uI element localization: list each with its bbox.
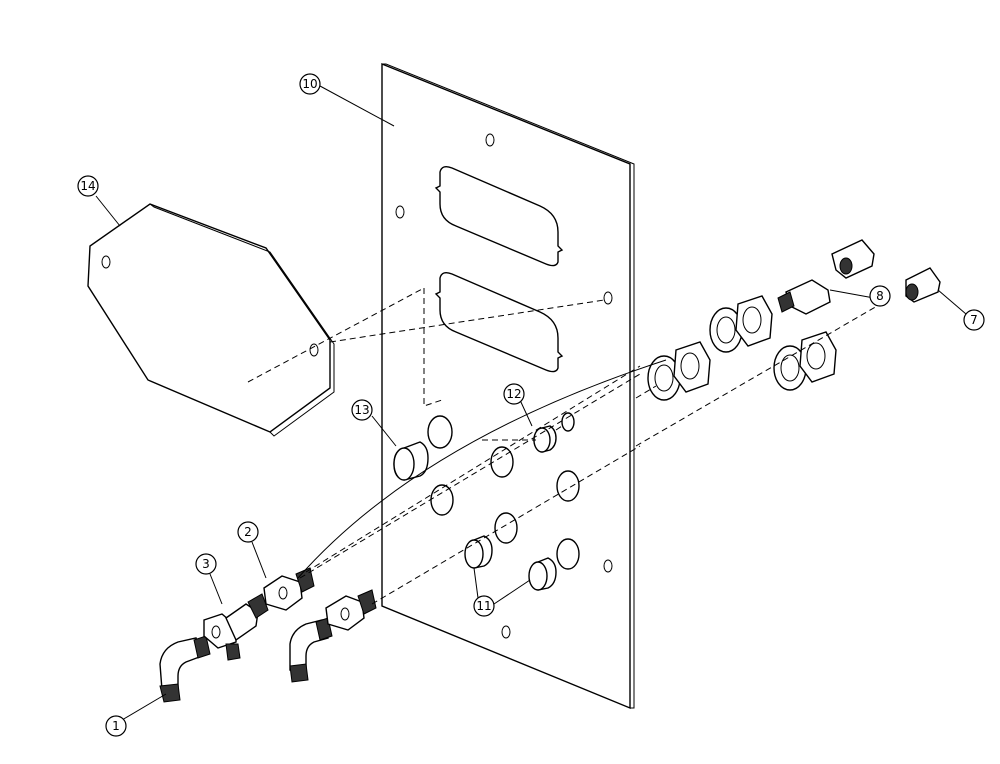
callout-label: 10 (302, 77, 317, 91)
fitting-part-8 (777, 239, 875, 315)
tee-fitting-part (203, 593, 269, 661)
callout-12: 12 (503, 383, 525, 405)
leader-lines (95, 85, 967, 721)
callout-label: 3 (202, 557, 210, 571)
callout-1: 1 (105, 715, 127, 737)
callout-7: 7 (963, 309, 985, 331)
callout-14: 14 (77, 175, 99, 197)
callout-label: 14 (80, 179, 95, 193)
small-plug-part (533, 425, 557, 453)
callout-label: 8 (876, 289, 884, 303)
hole-plug-part (393, 441, 429, 481)
assembly-lines (247, 287, 885, 605)
callout-8: 8 (869, 285, 891, 307)
callout-label: 2 (244, 525, 252, 539)
callout-2: 2 (237, 521, 259, 543)
callout-label: 13 (354, 403, 369, 417)
callout-11: 11 (473, 595, 495, 617)
callout-label: 12 (506, 387, 521, 401)
callout-label: 1 (112, 719, 120, 733)
callout-10: 10 (299, 73, 321, 95)
callout-3: 3 (195, 553, 217, 575)
adapter-fitting-part (263, 567, 377, 631)
cover-plate-part (87, 203, 335, 437)
elbow-fitting-part (159, 617, 333, 703)
bulkhead-hardware-part (647, 295, 837, 401)
callout-label: 7 (970, 313, 978, 327)
callout-13: 13 (351, 399, 373, 421)
fitting-part-7 (905, 267, 941, 303)
callout-label: 11 (476, 599, 491, 613)
mounting-panel-part (381, 62, 635, 710)
